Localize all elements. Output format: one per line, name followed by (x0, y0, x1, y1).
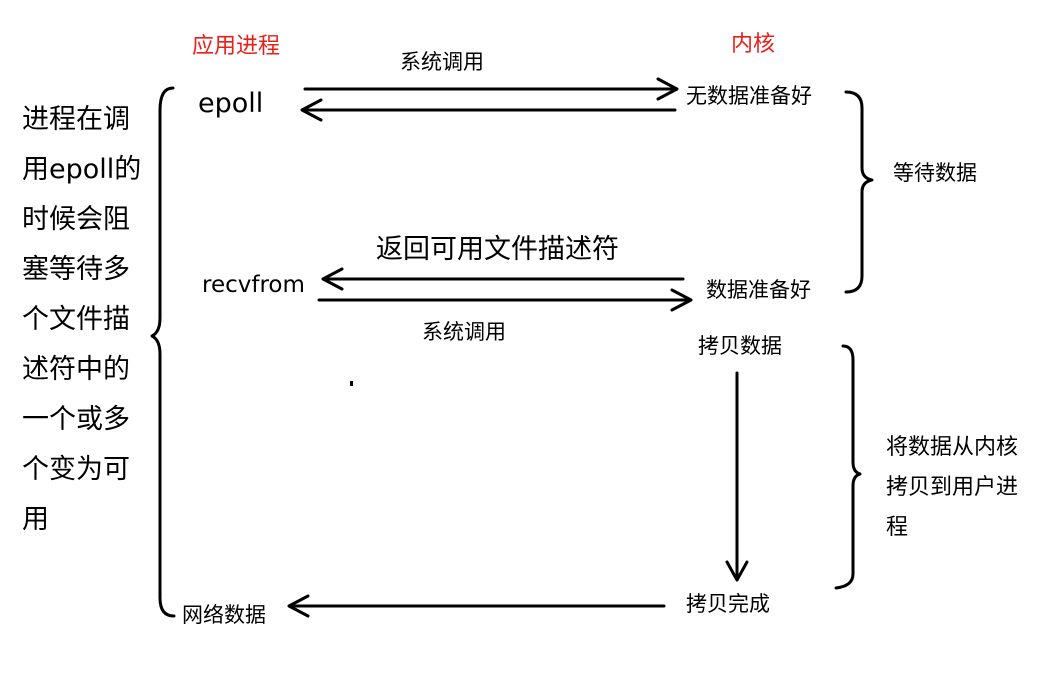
syscall-top-label: 系统调用 (400, 50, 484, 74)
recvfrom-label: recvfrom (202, 272, 305, 298)
return-fd-label: 返回可用文件描述符 (376, 234, 619, 265)
return-fd-arrowhead (321, 267, 344, 291)
copy-to-user-brace (834, 344, 862, 590)
copy-data-label: 拷贝数据 (698, 334, 782, 358)
wait-data-label: 等待数据 (893, 161, 977, 185)
no-data-ready-label: 无数据准备好 (686, 84, 812, 108)
left-brace (150, 86, 176, 618)
no-data-return-arrowhead (300, 98, 323, 122)
side-description: 进程在调用epoll的时候会阻塞等待多个文件描述符中的一个或多个变为可用 (22, 104, 142, 535)
copy-to-user-label: 将数据从内核拷贝到用户进程 (886, 435, 1019, 540)
copy-down-arrowhead (725, 560, 749, 582)
data-ready-label: 数据准备好 (706, 278, 811, 302)
syscall-arrowhead (656, 77, 679, 101)
wait-data-brace (844, 90, 874, 294)
epoll-label: epoll (198, 88, 264, 119)
kernel-header: 内核 (731, 32, 776, 57)
copy-done-label: 拷贝完成 (686, 592, 770, 616)
syscall-bottom-label: 系统调用 (422, 320, 506, 344)
recvfrom-syscall-arrowhead (670, 288, 693, 312)
network-data-label: 网络数据 (182, 603, 266, 627)
network-data-arrowhead (287, 594, 310, 618)
stray-dot (350, 381, 353, 386)
app-process-header: 应用进程 (192, 34, 281, 59)
